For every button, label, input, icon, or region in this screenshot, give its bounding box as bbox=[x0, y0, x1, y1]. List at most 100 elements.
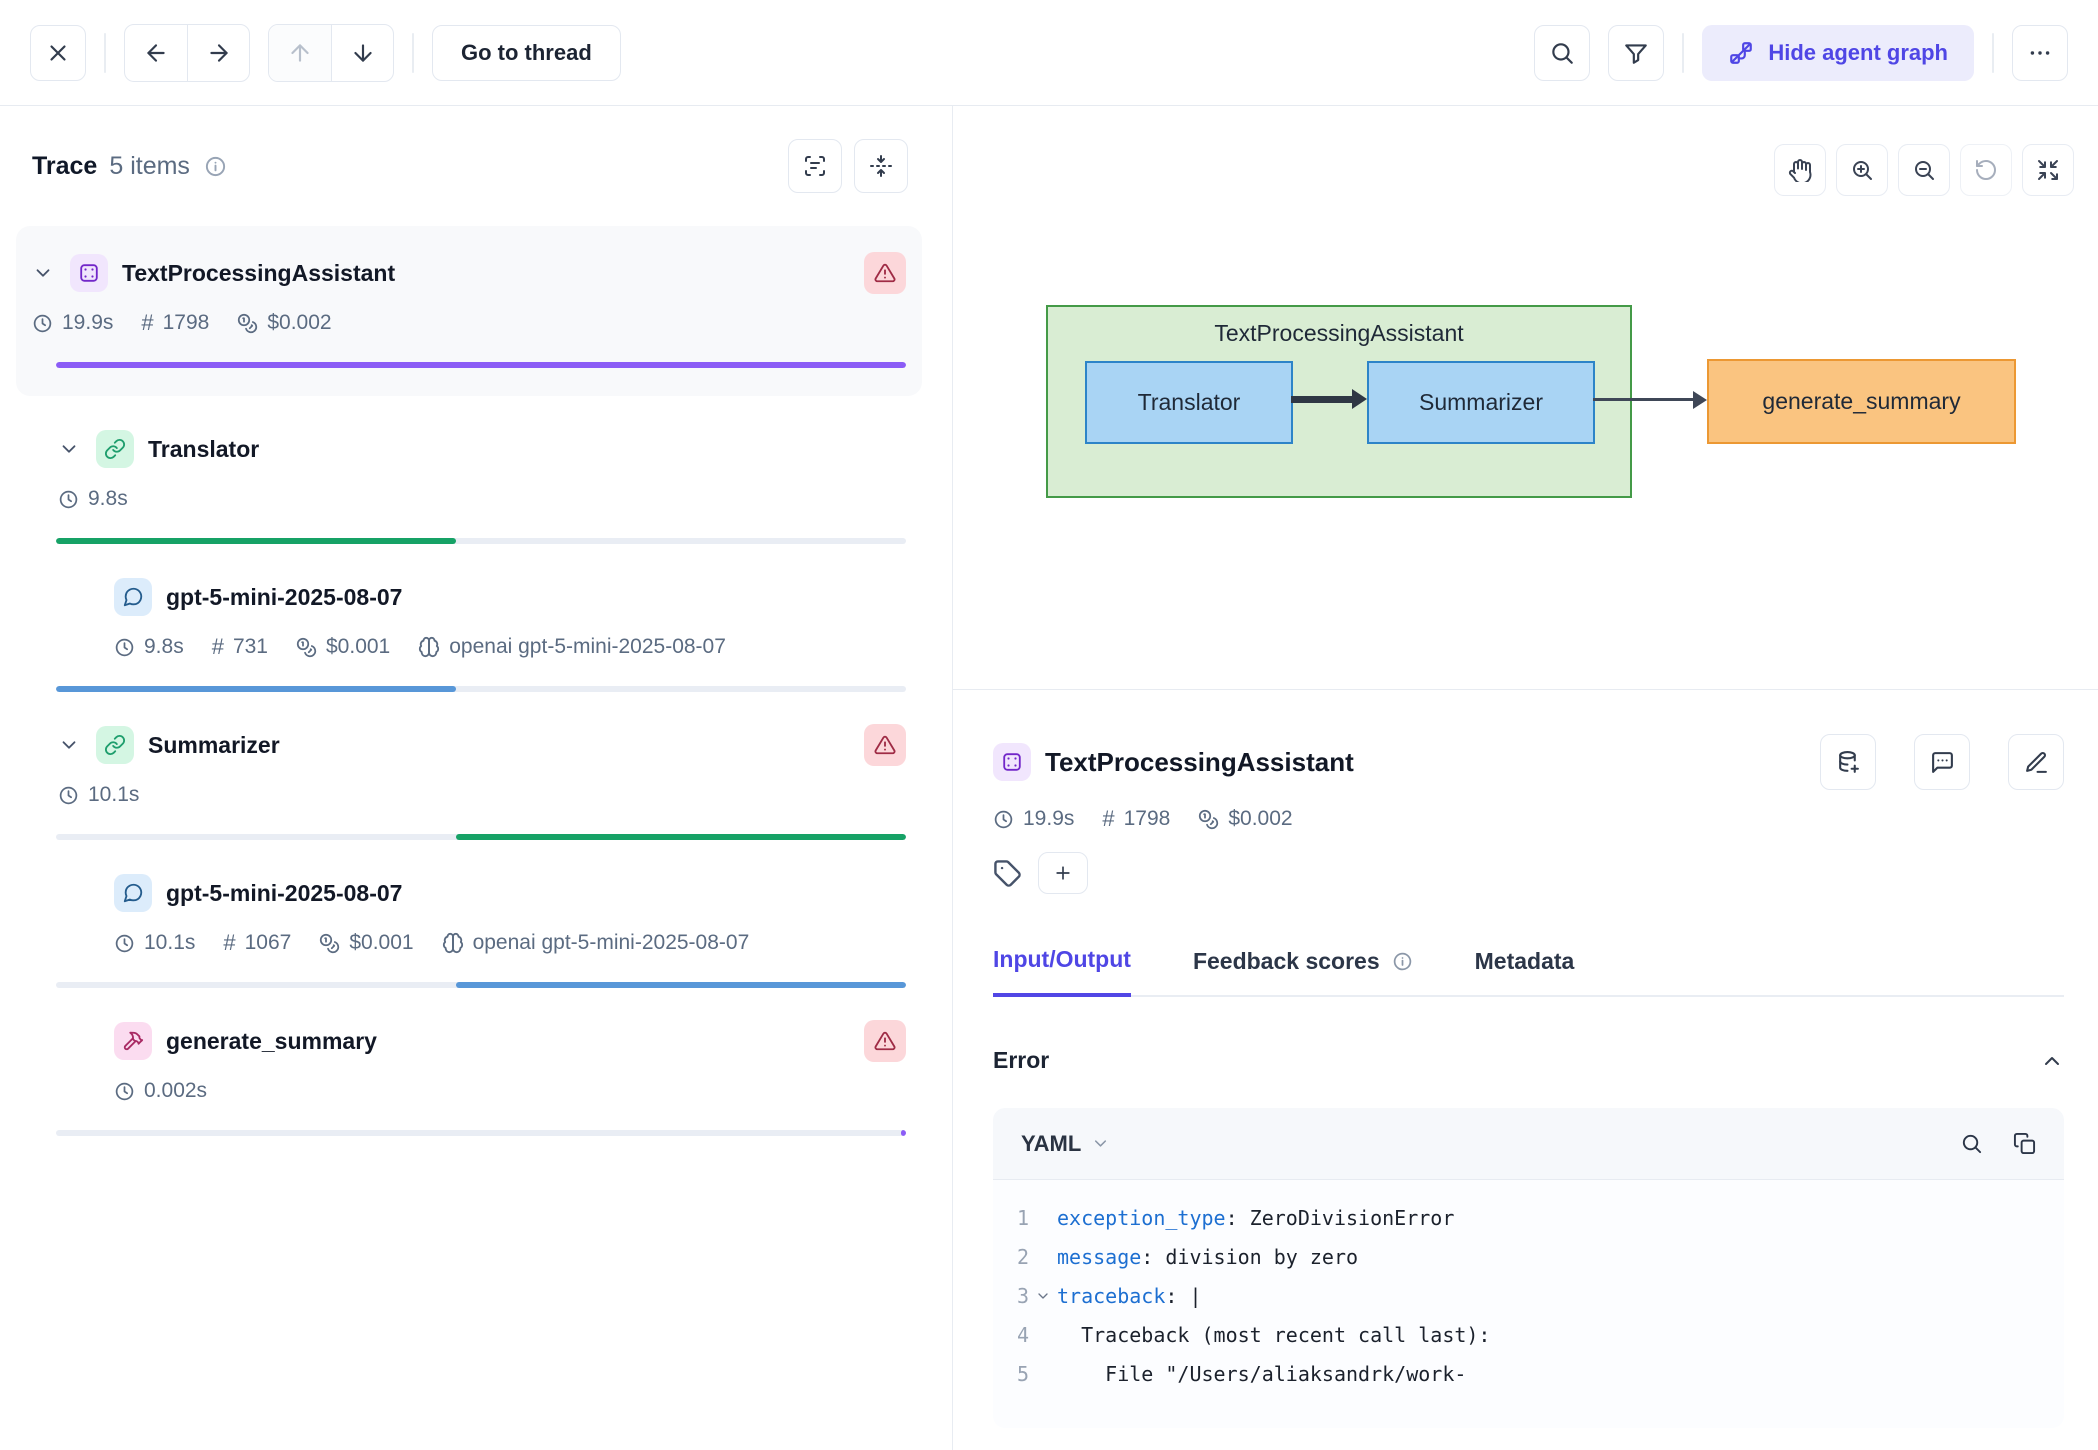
span-metrics: 10.1s bbox=[32, 780, 906, 810]
zoom-in-icon bbox=[1854, 162, 1871, 179]
trace-row-llm-call-2[interactable]: gpt-5-mini-2025-08-07 10.1s #1067 $0.001… bbox=[32, 840, 906, 988]
filter-button[interactable] bbox=[1608, 24, 1665, 81]
chevron-down-icon[interactable] bbox=[32, 262, 56, 284]
fold-vertical-icon bbox=[871, 156, 891, 176]
code-line: 4 Traceback (most recent call last): bbox=[1016, 1322, 1491, 1347]
rotate-ccw-icon bbox=[1977, 161, 1995, 179]
fullscreen-button[interactable] bbox=[2022, 144, 2074, 196]
collapse-error-section[interactable] bbox=[2040, 1049, 2064, 1073]
span-metrics: 0.002s bbox=[32, 1076, 906, 1106]
clock-icon bbox=[117, 1083, 133, 1099]
prev-next-group bbox=[124, 23, 250, 82]
graph-group-textprocessingassistant[interactable]: TextProcessingAssistant Translator Summa… bbox=[1046, 305, 1632, 498]
forward-button[interactable] bbox=[187, 24, 249, 81]
clock-icon bbox=[117, 935, 133, 951]
format-select[interactable]: YAML bbox=[1021, 1131, 1110, 1157]
tab-input-output[interactable]: Input/Output bbox=[993, 946, 1131, 997]
comment-icon bbox=[1933, 753, 1952, 772]
trace-type-icon bbox=[70, 254, 108, 292]
span-name: gpt-5-mini-2025-08-07 bbox=[166, 879, 403, 906]
chevron-down-icon[interactable] bbox=[58, 438, 82, 460]
trace-row-summarizer[interactable]: Summarizer 10.1s bbox=[32, 692, 906, 840]
tab-feedback-scores[interactable]: Feedback scores bbox=[1193, 946, 1413, 997]
up-button[interactable] bbox=[269, 24, 331, 81]
llm-span-icon bbox=[114, 578, 152, 616]
coins-icon bbox=[239, 314, 256, 331]
graph-node-translator[interactable]: Translator bbox=[1085, 361, 1293, 444]
chevron-down-icon bbox=[1091, 1134, 1110, 1153]
span-tokens: 1798 bbox=[162, 311, 210, 334]
chevron-down-icon[interactable] bbox=[58, 734, 82, 756]
trace-type-icon bbox=[993, 743, 1031, 781]
up-down-group bbox=[268, 23, 394, 82]
graph-node-generate-summary[interactable]: generate_summary bbox=[1707, 359, 2016, 444]
arrow-left-icon bbox=[148, 45, 163, 60]
hide-agent-graph-label: Hide agent graph bbox=[1768, 39, 1948, 65]
annotate-button[interactable] bbox=[2008, 734, 2064, 790]
clock-icon bbox=[35, 315, 51, 331]
copy-code-button[interactable] bbox=[2013, 1132, 2036, 1155]
span-name: Summarizer bbox=[148, 731, 280, 758]
agent-graph-canvas[interactable]: TextProcessingAssistant Translator Summa… bbox=[953, 106, 2098, 690]
timeline-bar bbox=[56, 538, 906, 544]
span-metrics: 9.8s #731 $0.001 openai gpt-5-mini-2025-… bbox=[32, 632, 906, 662]
tab-metadata[interactable]: Metadata bbox=[1474, 948, 1575, 974]
zoom-in-button[interactable] bbox=[1836, 144, 1888, 196]
trace-row-llm-call-1[interactable]: gpt-5-mini-2025-08-07 9.8s #731 $0.001 o… bbox=[32, 544, 906, 692]
graph-node-summarizer[interactable]: Summarizer bbox=[1367, 361, 1595, 444]
chain-span-icon bbox=[96, 726, 134, 764]
detail-tokens: 1798 bbox=[1123, 807, 1171, 830]
fold-chevron-icon[interactable] bbox=[1029, 1288, 1057, 1304]
zoom-out-button[interactable] bbox=[1898, 144, 1950, 196]
span-duration: 10.1s bbox=[88, 783, 140, 806]
hide-agent-graph-button[interactable]: Hide agent graph bbox=[1702, 24, 1974, 81]
trace-row-translator[interactable]: Translator 9.8s bbox=[32, 396, 906, 544]
detail-title: TextProcessingAssistant bbox=[1045, 746, 1354, 777]
graph-group-label: TextProcessingAssistant bbox=[1214, 320, 1464, 346]
graph-edge-translator-summarizer bbox=[1291, 396, 1353, 403]
down-button[interactable] bbox=[331, 24, 393, 81]
search-button[interactable] bbox=[1534, 24, 1591, 81]
coins-icon bbox=[1200, 810, 1217, 827]
close-button[interactable] bbox=[30, 24, 86, 81]
span-metrics: 10.1s #1067 $0.001 openai gpt-5-mini-202… bbox=[32, 928, 906, 958]
provider-icon bbox=[420, 638, 438, 656]
trace-row-generate-summary[interactable]: generate_summary 0.002s bbox=[32, 988, 906, 1136]
database-add-icon bbox=[1840, 752, 1858, 772]
add-tag-button[interactable] bbox=[1038, 852, 1088, 894]
toolbar-separator bbox=[1682, 32, 1685, 73]
add-to-dataset-button[interactable] bbox=[1820, 734, 1876, 790]
expand-icon bbox=[2039, 161, 2057, 179]
arrow-up-icon bbox=[292, 45, 307, 60]
alert-triangle-icon bbox=[875, 265, 894, 282]
detail-panel: TextProcessingAssistant Translator Summa… bbox=[953, 106, 2098, 1450]
span-cost: $0.001 bbox=[349, 931, 414, 954]
expand-all-button[interactable] bbox=[788, 139, 842, 193]
pan-button[interactable] bbox=[1774, 144, 1826, 196]
span-duration: 19.9s bbox=[62, 311, 114, 334]
trace-row-textprocessingassistant[interactable]: TextProcessingAssistant 19.9s #1798 $0.0… bbox=[16, 226, 922, 396]
more-actions-button[interactable] bbox=[2012, 24, 2068, 81]
graph-arrowhead bbox=[1693, 391, 1707, 409]
tag-icon bbox=[993, 859, 1022, 888]
scan-text-icon bbox=[806, 157, 824, 175]
trace-info-icon[interactable] bbox=[204, 155, 227, 178]
pencil-icon bbox=[2027, 752, 2046, 771]
alert-triangle-icon bbox=[875, 737, 894, 754]
go-to-thread-button[interactable]: Go to thread bbox=[432, 24, 621, 81]
comments-button[interactable] bbox=[1914, 734, 1970, 790]
arrow-down-icon bbox=[355, 45, 370, 60]
chain-span-icon bbox=[96, 430, 134, 468]
back-button[interactable] bbox=[125, 25, 187, 81]
close-icon bbox=[52, 46, 65, 59]
collapse-all-button[interactable] bbox=[854, 139, 908, 193]
timeline-bar bbox=[56, 982, 906, 988]
reset-view-button[interactable] bbox=[1960, 144, 2012, 196]
code-search-button[interactable] bbox=[1960, 1132, 1983, 1155]
span-duration: 9.8s bbox=[144, 635, 184, 658]
span-details: TextProcessingAssistant 19.9s #1798 $0.0… bbox=[953, 690, 2098, 1450]
error-badge bbox=[864, 1020, 906, 1062]
